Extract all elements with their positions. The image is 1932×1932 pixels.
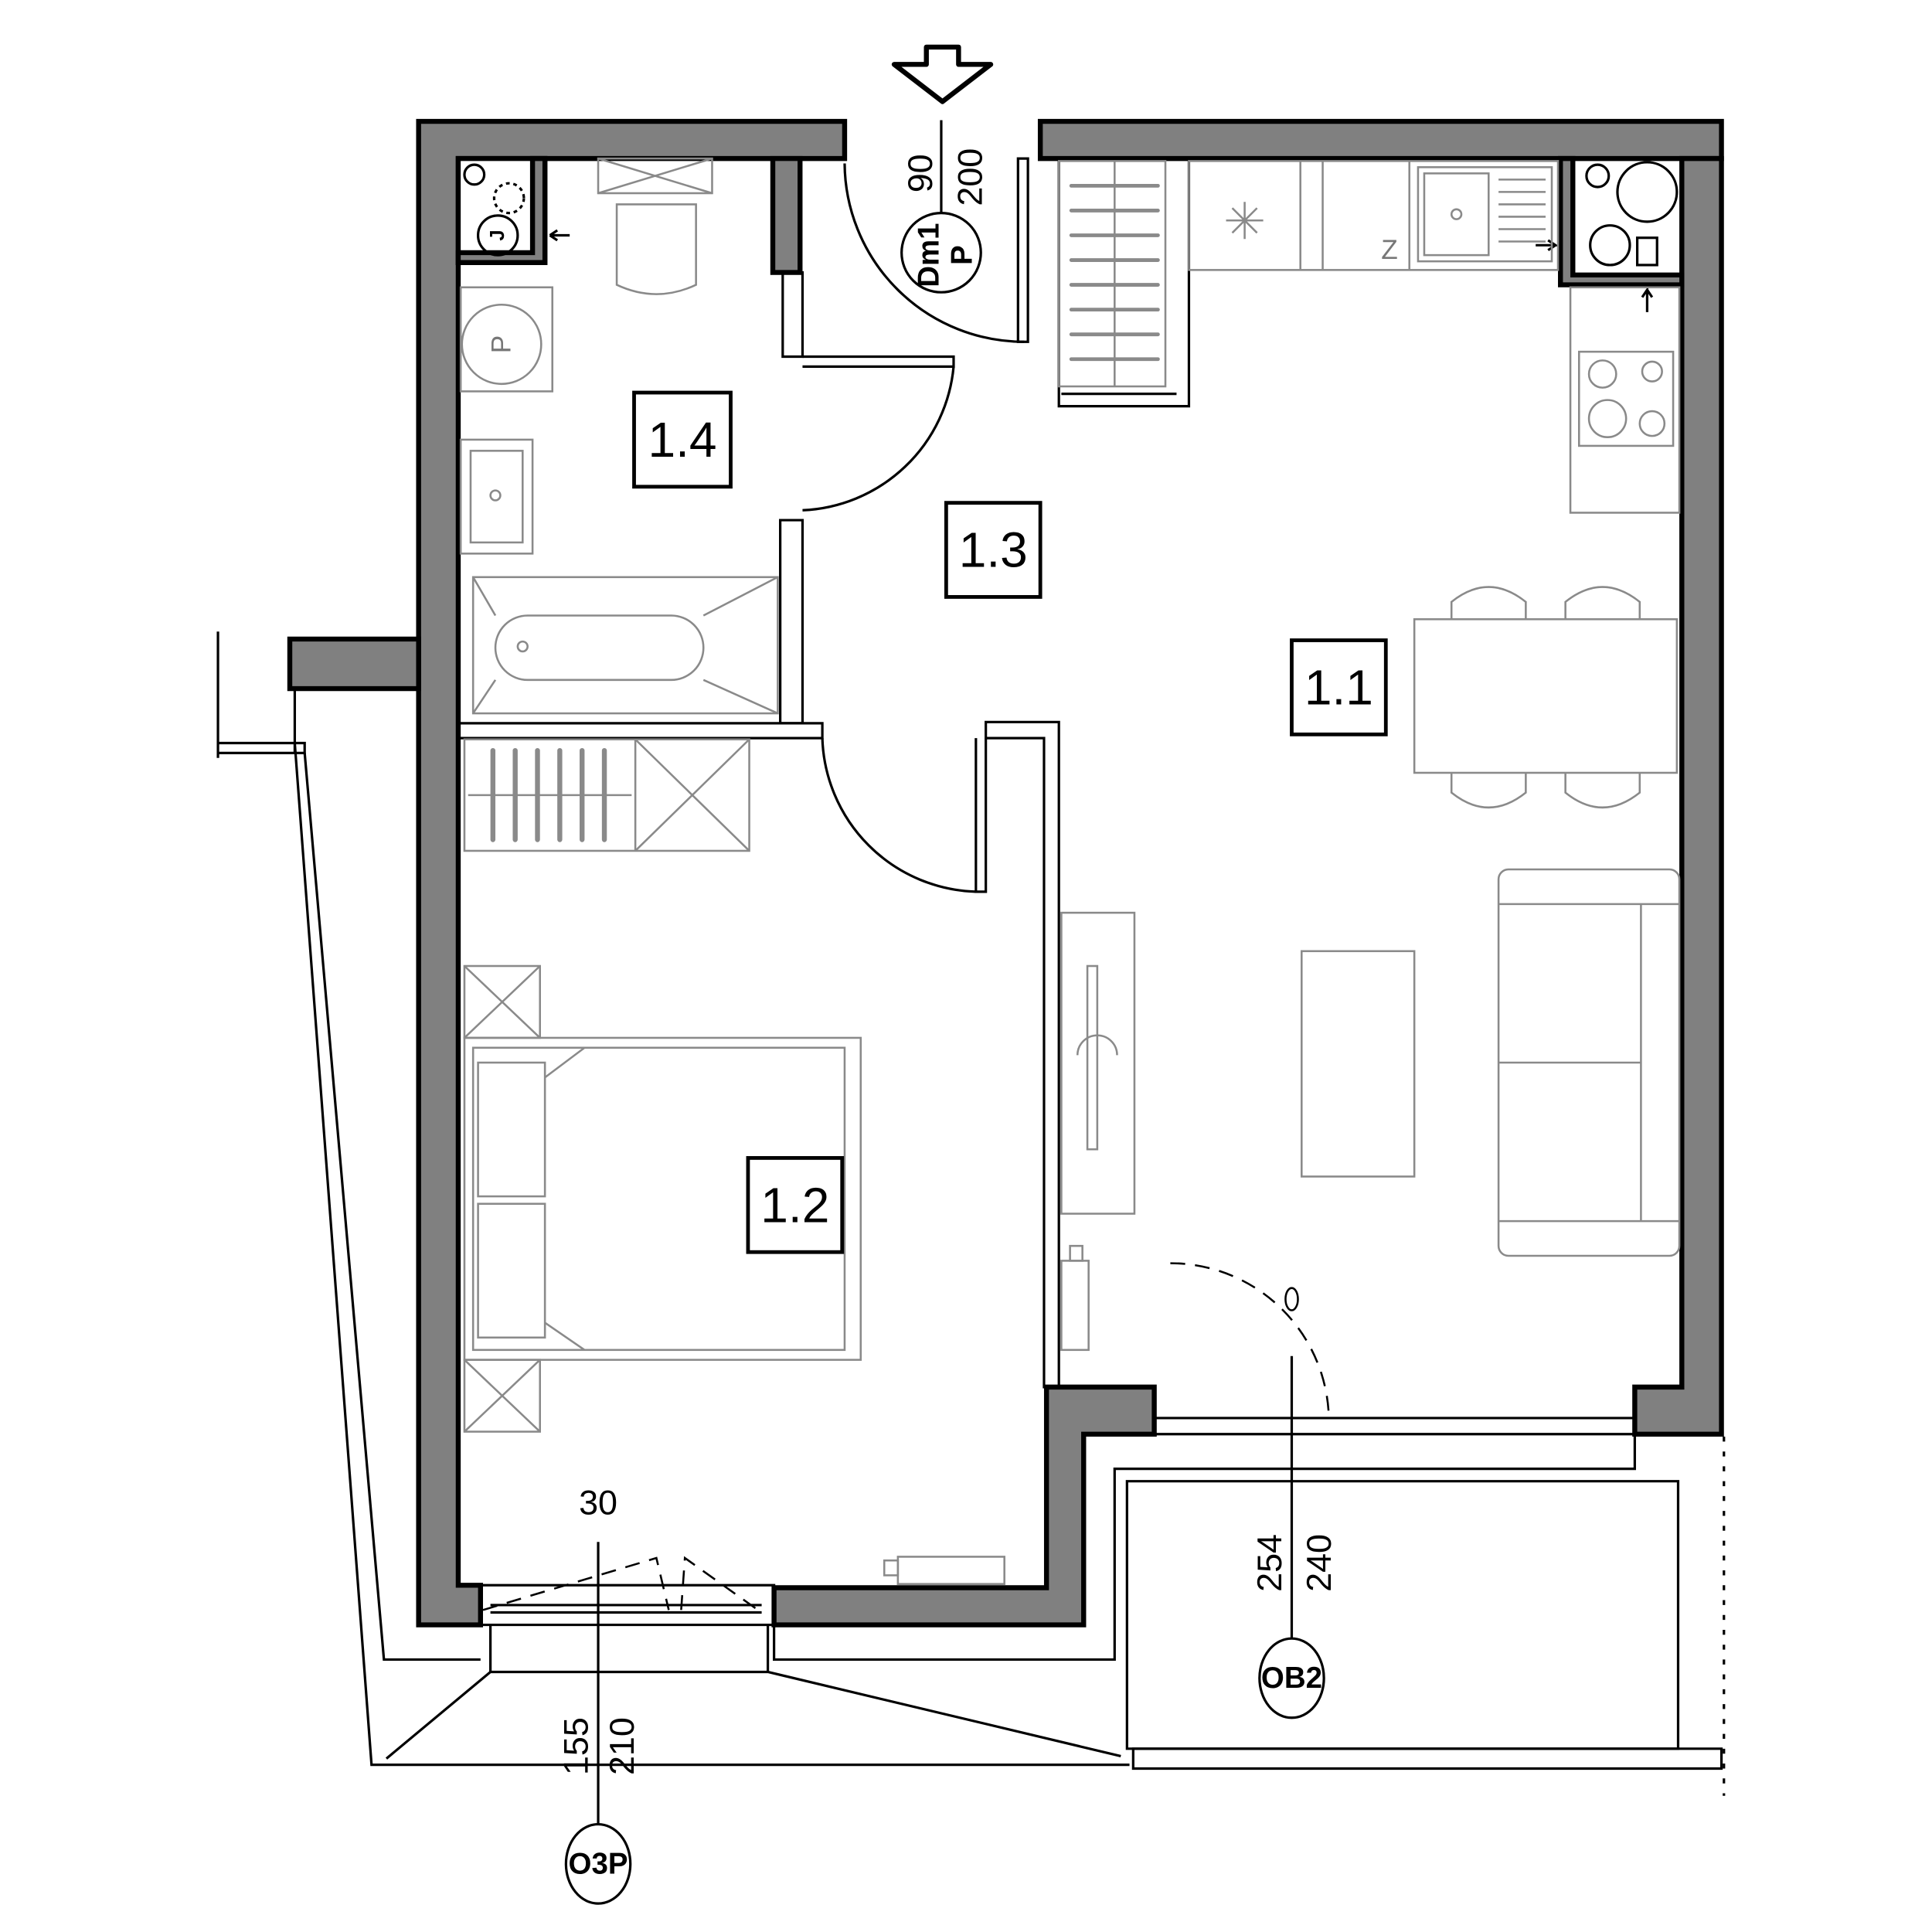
wall-outer-left bbox=[416, 118, 848, 1628]
svg-text:OB2: OB2 bbox=[1261, 1662, 1322, 1695]
wall-outer-top-right bbox=[1037, 118, 1724, 162]
svg-text:1.1: 1.1 bbox=[1304, 659, 1373, 715]
radiator-living bbox=[1060, 1244, 1090, 1352]
svg-text:90: 90 bbox=[900, 154, 940, 192]
svg-text:P: P bbox=[946, 245, 979, 265]
svg-text:254: 254 bbox=[1250, 1534, 1289, 1592]
bedroom-window-annotation: 30 155 210 O3P bbox=[556, 1482, 641, 1905]
wall-outer-right bbox=[1632, 155, 1724, 1437]
room-label-1-4[interactable]: 1.4 bbox=[632, 390, 733, 489]
wardrobe-hall bbox=[1057, 160, 1167, 388]
bath-door-swing bbox=[802, 366, 955, 512]
wall-balcony-stub bbox=[287, 636, 421, 692]
living-window-annotation: 254 240 OB2 bbox=[1250, 1287, 1338, 1719]
coffee-table bbox=[1301, 950, 1416, 1178]
furniture: P J bbox=[459, 157, 1681, 1585]
entrance-door-swing bbox=[843, 163, 1025, 343]
shaft-right-wall bbox=[1558, 155, 1685, 287]
wardrobe-bedroom bbox=[463, 738, 750, 852]
tv-cabinet bbox=[1060, 911, 1136, 1215]
bedroom-door-swing bbox=[821, 738, 976, 893]
radiator-bedroom bbox=[883, 1556, 1005, 1585]
svg-text:P: P bbox=[487, 335, 517, 354]
bath-wall-stub bbox=[770, 155, 803, 275]
svg-text:240: 240 bbox=[1299, 1534, 1338, 1592]
partitions bbox=[216, 157, 1726, 1796]
balcony-door-swing bbox=[1170, 1262, 1330, 1418]
entrance-arrow-icon bbox=[891, 44, 994, 104]
svg-text:210: 210 bbox=[602, 1717, 641, 1775]
svg-text:O3P: O3P bbox=[569, 1847, 628, 1880]
wall-outer-bottom bbox=[771, 1384, 1157, 1628]
svg-text:200: 200 bbox=[950, 148, 989, 206]
svg-text:1.4: 1.4 bbox=[648, 412, 716, 468]
sofa bbox=[1497, 868, 1681, 1257]
boiler-left: J bbox=[463, 163, 570, 257]
svg-text:155: 155 bbox=[556, 1717, 596, 1775]
room-label-1-1[interactable]: 1.1 bbox=[1290, 638, 1388, 736]
boiler-right bbox=[1536, 161, 1679, 312]
washing-machine: P bbox=[459, 286, 554, 393]
bathtub bbox=[471, 576, 779, 715]
kitchen-counter: Z bbox=[1188, 160, 1681, 514]
room-label-1-3[interactable]: 1.3 bbox=[944, 501, 1043, 599]
svg-text:1.2: 1.2 bbox=[760, 1177, 829, 1233]
room-label-1-2[interactable]: 1.2 bbox=[746, 1155, 845, 1254]
entrance-door-annotation: 90 200 Dm1 P bbox=[891, 44, 994, 294]
shaft-left-wall bbox=[455, 155, 548, 265]
svg-text:1.3: 1.3 bbox=[959, 522, 1028, 578]
dining-table bbox=[1413, 586, 1679, 808]
sink-bathroom bbox=[459, 438, 534, 555]
svg-text:Z: Z bbox=[1381, 235, 1398, 265]
svg-text:Dm1: Dm1 bbox=[912, 223, 945, 287]
svg-text:30: 30 bbox=[579, 1482, 617, 1522]
bed bbox=[463, 964, 862, 1433]
toilet bbox=[597, 157, 713, 295]
svg-text:J: J bbox=[487, 230, 509, 240]
